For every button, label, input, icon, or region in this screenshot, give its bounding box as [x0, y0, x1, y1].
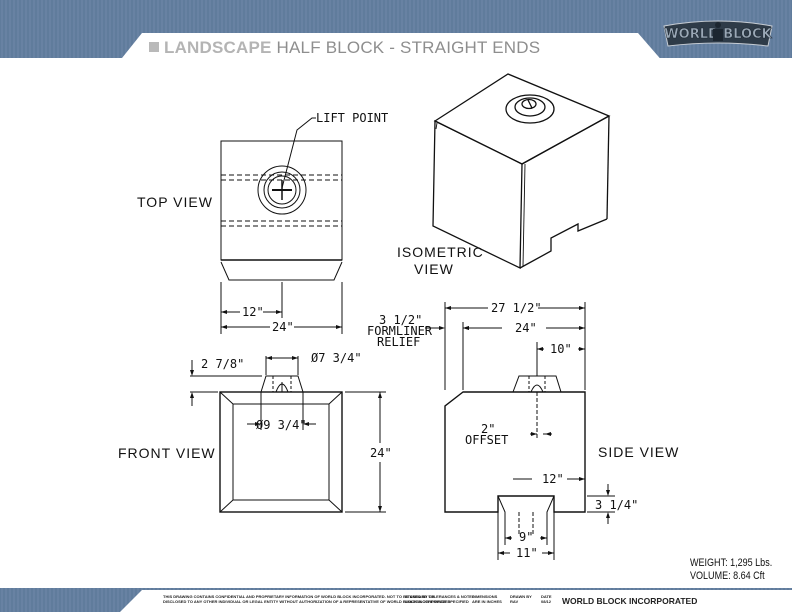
- side-view-title: SIDE VIEW: [598, 444, 680, 460]
- lift-point-label: LIFT POINT: [316, 111, 389, 125]
- world-block-logo: WORLD BLOCK: [663, 20, 773, 47]
- side-relief-label: RELIEF: [377, 335, 421, 349]
- page-title: LANDSCAPE HALF BLOCK - STRAIGHT ENDS: [149, 38, 540, 58]
- drawn-line-1: DRAWN BY: [510, 594, 532, 599]
- side-offset-label: OFFSET: [465, 433, 509, 447]
- side-dim-9: 9": [519, 530, 534, 544]
- title-bold: LANDSCAPE: [164, 38, 272, 57]
- top-view-title: TOP VIEW: [137, 194, 213, 210]
- side-dim-24: 24": [515, 321, 537, 335]
- footer-confidential: THIS DRAWING CONTAINS CONFIDENTIAL AND P…: [163, 594, 450, 604]
- isometric-view-title-1: ISOMETRIC: [397, 244, 484, 260]
- confidential-line-2: DISCLOSED TO ANY OTHER INDIVIDUAL OR LEG…: [163, 599, 451, 604]
- footer-drawn-by: DRAWN BY RAV: [510, 594, 532, 604]
- top-dim-24: 24": [272, 320, 294, 334]
- footer-dimensions: DIMENSIONS ARE IN INCHES: [472, 594, 502, 604]
- title-rest: HALF BLOCK - STRAIGHT ENDS: [276, 38, 541, 57]
- front-dim-dia-9-3-4: Ø9 3/4": [256, 418, 307, 432]
- front-view-title: FRONT VIEW: [118, 445, 216, 461]
- front-view-drawing: [190, 356, 386, 513]
- footer-company: WORLD BLOCK INCORPORATED: [562, 596, 698, 606]
- top-dim-12: 12": [242, 305, 264, 319]
- date-line-1: DATE: [541, 594, 552, 599]
- side-formliner-label: FORMLINER: [367, 324, 433, 338]
- date-line-2: 08/12: [541, 599, 552, 604]
- dimensions-line-2: ARE IN INCHES: [472, 599, 502, 604]
- footer-tab: [120, 590, 792, 612]
- specs-block: WEIGHT: 1,295 Lbs. VOLUME: 8.64 Cft: [690, 557, 772, 583]
- standard-line-2: UNLESS OTHERWISE SPECIFIED: [405, 599, 469, 604]
- drawn-line-2: RAV: [510, 599, 519, 604]
- volume-value: VOLUME: 8.64 Cft: [690, 570, 765, 582]
- top-view-drawing: [220, 117, 343, 334]
- side-dim-11: 11": [516, 546, 538, 560]
- front-dim-dia-7-3-4: Ø7 3/4": [311, 351, 362, 365]
- side-dim-3-1-2: 3 1/2": [379, 313, 423, 327]
- side-dim-12: 12": [542, 472, 564, 486]
- confidential-line-1: THIS DRAWING CONTAINS CONFIDENTIAL AND P…: [163, 594, 435, 599]
- isometric-view-drawing: [432, 73, 611, 270]
- dimensions-line-1: DIMENSIONS: [472, 594, 498, 599]
- front-dim-24: 24": [370, 446, 392, 460]
- standard-line-1: STANDARD TOLERANCES & NOTES: [405, 594, 475, 599]
- side-dim-3-1-4: 3 1/4": [595, 498, 639, 512]
- front-dim-2-7-8: 2 7/8": [201, 357, 245, 371]
- isometric-view-title-2: VIEW: [414, 261, 454, 277]
- side-view-drawing: [425, 302, 615, 560]
- weight-value: WEIGHT: 1,295 Lbs.: [690, 557, 773, 569]
- arrowheads: [190, 306, 610, 555]
- block-figure-icon: [713, 22, 723, 41]
- title-square-icon: [149, 42, 159, 52]
- header-tab: [118, 33, 664, 63]
- side-dim-27-1-2: 27 1/2": [491, 301, 542, 315]
- footer-date: DATE 08/12: [541, 594, 552, 604]
- side-dim-2: 2": [481, 422, 496, 436]
- footer-standard: STANDARD TOLERANCES & NOTES UNLESS OTHER…: [405, 594, 475, 604]
- side-dim-10: 10": [550, 342, 572, 356]
